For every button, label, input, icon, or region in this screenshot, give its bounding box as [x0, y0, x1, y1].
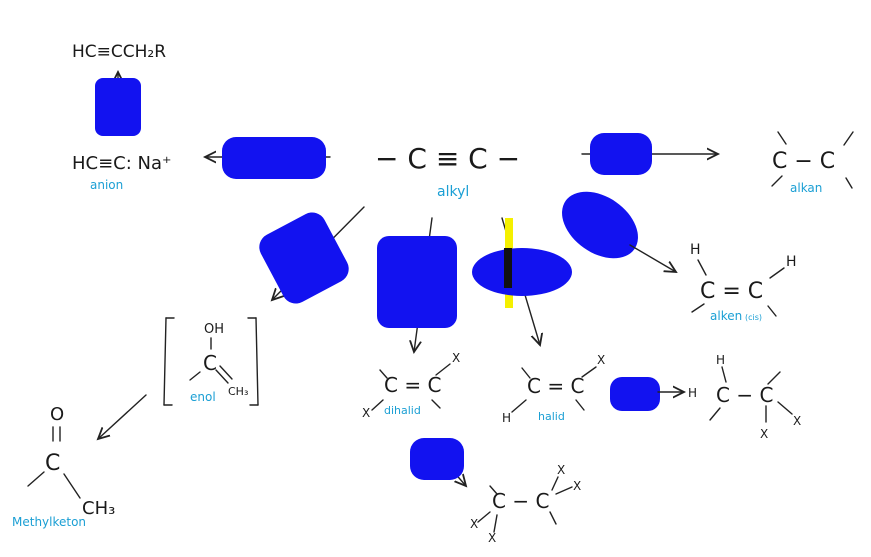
halide-x: X [597, 353, 605, 367]
bond [769, 267, 785, 279]
arrow-to-alkene [629, 244, 676, 272]
alkane-label: alkan [790, 181, 822, 195]
alkene-formula: C = C [700, 279, 763, 304]
halide-formula: C = C [527, 374, 584, 398]
bond [477, 511, 491, 523]
bracket [163, 317, 167, 406]
redaction-scribble [377, 236, 457, 328]
bond [777, 131, 787, 145]
tetrahalide-formula: C − C [492, 489, 549, 513]
bond [435, 363, 451, 376]
bond [379, 369, 388, 379]
bond [843, 131, 854, 146]
tetrahalide-x4: X [488, 531, 496, 545]
bond [777, 401, 793, 415]
bond [767, 371, 781, 385]
arrow-to-methylketone [98, 394, 147, 439]
sat-x2: X [793, 414, 801, 428]
bond [549, 511, 557, 525]
bond [215, 369, 229, 384]
enol-label: enol [190, 390, 216, 404]
redaction-scribble [590, 133, 652, 175]
redaction-scribble [562, 191, 638, 259]
alkane-formula: C − C [772, 149, 835, 174]
tetrahalide-x1: X [557, 463, 565, 477]
sat-x1: X [760, 427, 768, 441]
bond [371, 399, 384, 411]
sat-formula: C − C [716, 383, 773, 407]
ketone-ch3: CH₃ [82, 498, 115, 519]
bond [27, 471, 45, 487]
alkene-h2: H [786, 254, 797, 270]
alkene-h1: H [690, 242, 701, 258]
halide-h: H [502, 411, 511, 425]
dihalide-x2: X [362, 406, 370, 420]
halide-label: halid [538, 410, 565, 423]
bond [551, 476, 559, 491]
sat-h-prefix: H [688, 386, 697, 400]
tetrahalide-x2: X [573, 479, 581, 493]
alkene-sub: (cis) [745, 313, 762, 322]
anion-formula: HC≡C: Na⁺ [72, 153, 172, 174]
enol-ch3: CH₃ [228, 385, 248, 398]
bond [219, 365, 233, 380]
redaction-scribble [95, 78, 141, 136]
bond [63, 473, 81, 499]
tetrahalide-x3: X [470, 517, 478, 531]
sat-h: H [716, 353, 725, 367]
bond [189, 371, 201, 381]
black-mark [504, 248, 512, 288]
center-label: alkyl [437, 184, 469, 200]
bond [697, 259, 707, 276]
redaction-scribble [410, 438, 464, 480]
bracket [255, 317, 259, 406]
center-formula: − C ≡ C − [375, 142, 520, 175]
dihalide-label: dihalid [384, 404, 421, 417]
bond [691, 303, 705, 313]
bond [575, 399, 585, 411]
anion-label: anion [90, 178, 123, 192]
dihalide-x1: X [452, 351, 460, 365]
bond [771, 175, 783, 187]
bond [709, 407, 721, 421]
ketone-c: C [45, 451, 60, 476]
bond [489, 485, 498, 495]
bond [511, 399, 527, 413]
dihalide-formula: C = C [384, 373, 441, 397]
bond [767, 305, 777, 317]
bond [721, 366, 727, 383]
redaction-scribble [472, 248, 572, 296]
bond [555, 486, 573, 495]
enol-oh: OH [204, 322, 224, 337]
ketone-label: Methylketon [12, 515, 86, 529]
redaction-scribble [610, 377, 660, 411]
bond [845, 177, 853, 189]
enol-c: C [203, 351, 217, 375]
top-left-product: HC≡CCH₂R [72, 42, 166, 62]
ketone-o: O [50, 404, 64, 425]
bond [581, 366, 597, 378]
bond [431, 399, 441, 409]
bond [493, 514, 498, 533]
redaction-scribble [259, 212, 349, 304]
redaction-scribble [222, 137, 326, 179]
bond [521, 367, 531, 379]
alkene-label: alken [710, 309, 742, 323]
